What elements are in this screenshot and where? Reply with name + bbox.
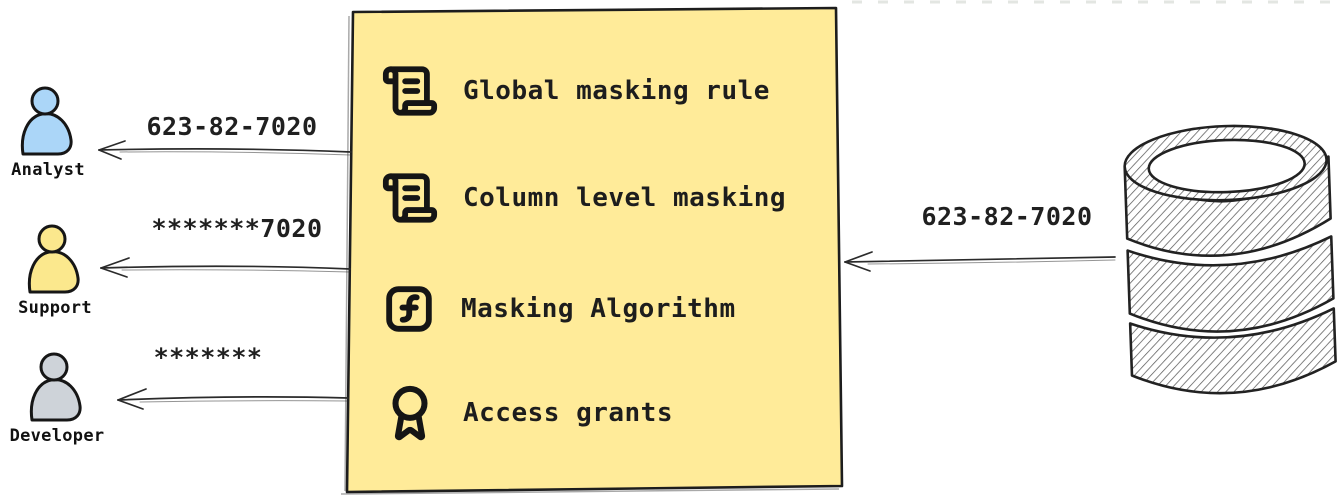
- analyst-value-label: 623-82-7020: [146, 112, 318, 141]
- user-analyst: Analyst: [0, 86, 104, 180]
- user-name: Developer: [9, 426, 105, 446]
- person-icon: [29, 352, 82, 422]
- person-icon: [27, 224, 80, 294]
- box-item-label: Masking Algorithm: [461, 294, 736, 324]
- box-item-label: Column level masking: [463, 183, 787, 213]
- developer-value-label: *******: [153, 343, 263, 372]
- box-item-masking-algorithm: Masking Algorithm: [381, 278, 736, 340]
- box-item-label: Access grants: [463, 398, 673, 428]
- scroll-text-icon: [381, 169, 439, 227]
- arrow-from-database: [844, 251, 1116, 272]
- support-value-label: *******7020: [151, 214, 323, 243]
- database-icon: [1123, 124, 1337, 395]
- user-name: Analyst: [11, 160, 85, 180]
- box-item-global-masking-rule: Global masking rule: [381, 60, 770, 122]
- user-developer: Developer: [1, 352, 113, 446]
- database-value-label: 623-82-7020: [921, 202, 1093, 231]
- box-item-column-level-masking: Column level masking: [381, 167, 786, 229]
- user-support: Support: [0, 224, 111, 318]
- award-icon: [381, 384, 439, 442]
- arrow-to-developer: [117, 388, 349, 410]
- function-square-icon: [381, 281, 437, 337]
- arrow-to-support: [100, 257, 351, 278]
- scroll-text-icon: [381, 62, 439, 120]
- box-item-access-grants: Access grants: [381, 382, 673, 444]
- arrow-to-analyst: [98, 140, 352, 160]
- user-name: Support: [18, 298, 92, 318]
- person-icon: [20, 86, 73, 156]
- masking-box-shape: [340, 6, 844, 495]
- box-item-label: Global masking rule: [463, 76, 770, 106]
